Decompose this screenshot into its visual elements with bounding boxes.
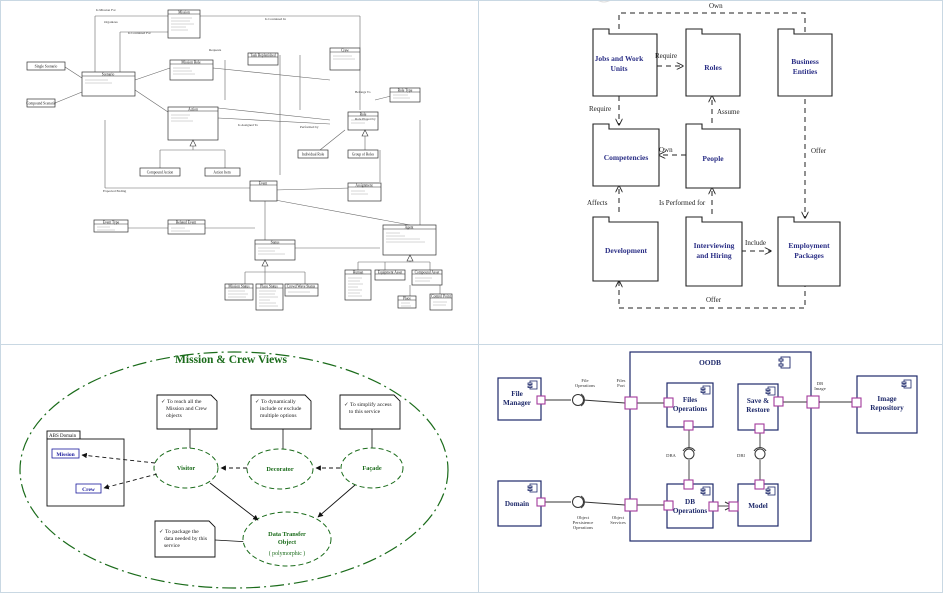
assoc-is-contained-for: Is Contained For xyxy=(128,31,152,35)
package-roles: Roles xyxy=(704,63,722,72)
package-people: People xyxy=(702,154,724,163)
assoc-belongs-to: Belongs To xyxy=(355,90,371,94)
pattern-decorator: Decorator xyxy=(266,466,293,473)
edge-require-v: Require xyxy=(589,105,611,113)
class-compound-scenario: Compound Scenario xyxy=(26,102,56,106)
label-dba: DBA xyxy=(666,453,676,458)
assoc-role-played-by: Role Played by xyxy=(355,117,376,121)
pattern-visitor: Visitor xyxy=(177,465,196,472)
pattern-dto-line1: Data Transfer xyxy=(268,531,306,538)
comp-domain: Domain xyxy=(505,500,529,508)
class-human: Human xyxy=(353,270,364,274)
edge-require-h: Require xyxy=(655,52,677,60)
assoc-performed-by: Performed by xyxy=(300,125,319,129)
assoc-is-contained-in: Is Contained In xyxy=(265,17,286,21)
edge-offer-right: Offer xyxy=(811,147,827,155)
class-group-of-roles: Group of Roles xyxy=(352,153,375,157)
class-role-type: Role Type xyxy=(398,88,413,92)
class-role: Role xyxy=(360,112,367,116)
assoc-expected-ending: Expected Ending xyxy=(103,189,127,193)
grid-divider-vertical xyxy=(478,0,479,593)
assoc-organizes: Organizes xyxy=(104,20,118,24)
edge-assume: Assume xyxy=(717,108,740,116)
package-development: Development xyxy=(605,246,648,255)
edge-own-mid: Own xyxy=(659,146,673,154)
comp-model: Model xyxy=(748,502,768,510)
label-dbi: DBI xyxy=(737,453,745,458)
class-compound-action: Compound Action xyxy=(147,171,174,175)
class-individual-role: Individual Role xyxy=(302,153,325,157)
package-competencies: Competencies xyxy=(604,153,649,162)
edge-include: Include xyxy=(745,239,766,247)
comp-save-restore: Save &Restore xyxy=(746,397,769,414)
class-mission-status: Mission Status xyxy=(228,284,250,288)
abs-domain-title: ABS Domain xyxy=(49,434,77,439)
oodb-title: OODB xyxy=(699,358,721,367)
class-crowd-wave-status: Crowd Wave Status xyxy=(287,284,316,288)
domain-crew: Crew xyxy=(82,487,95,493)
class-mission: Mission xyxy=(178,10,190,14)
assoc-is-mission-for: Is Mission For xyxy=(96,8,117,12)
edge-offer-bottom: Offer xyxy=(706,296,722,304)
component-diagram: OODB xyxy=(479,345,943,593)
edge-is-performed-for: Is Performed for xyxy=(659,199,706,207)
assoc-is-assigned-to: Is Assigned To xyxy=(238,123,258,127)
edge-affects: Affects xyxy=(587,199,608,207)
class-event: Event xyxy=(259,181,267,185)
grid-divider-horizontal xyxy=(0,344,943,345)
class-action: Action xyxy=(188,107,198,111)
pattern-dto-line3: ( polymorphic ) xyxy=(269,550,305,557)
edge-own-top: Own xyxy=(709,2,723,10)
assoc-requests: Requests xyxy=(209,48,222,52)
class-mission-role: Mission Role xyxy=(181,60,201,64)
mission-title: Mission & Crew Views xyxy=(175,354,287,366)
pattern-dto-line2: Object xyxy=(278,539,297,546)
class-compound-asset: Compound Asset xyxy=(415,270,440,274)
class-agent: Agent xyxy=(405,225,414,229)
class-action-item: Action Item xyxy=(213,171,230,175)
class-place: Place xyxy=(403,296,411,300)
class-place-status: Place Status xyxy=(260,284,278,288)
class-control-point: Control Point xyxy=(431,294,450,298)
class-related-event: Related Event xyxy=(176,220,196,224)
domain-mission: Mission xyxy=(56,452,74,458)
pattern-facade: Façade xyxy=(362,465,381,472)
class-assignment: Assignment xyxy=(355,183,372,187)
class-crew: Crew xyxy=(341,48,349,52)
class-task-replenished: Task Replenished xyxy=(250,53,276,57)
class-scenario: Scenario xyxy=(102,72,115,76)
uml-class-diagram: Mission Single Scenario Compound Scenari… xyxy=(0,0,478,344)
class-equipment-asset: Equipment Asset xyxy=(378,270,402,274)
class-event-type: Event Type xyxy=(103,220,120,224)
class-status: Status xyxy=(271,240,280,244)
class-single-scenario: Single Scenario xyxy=(35,65,58,69)
